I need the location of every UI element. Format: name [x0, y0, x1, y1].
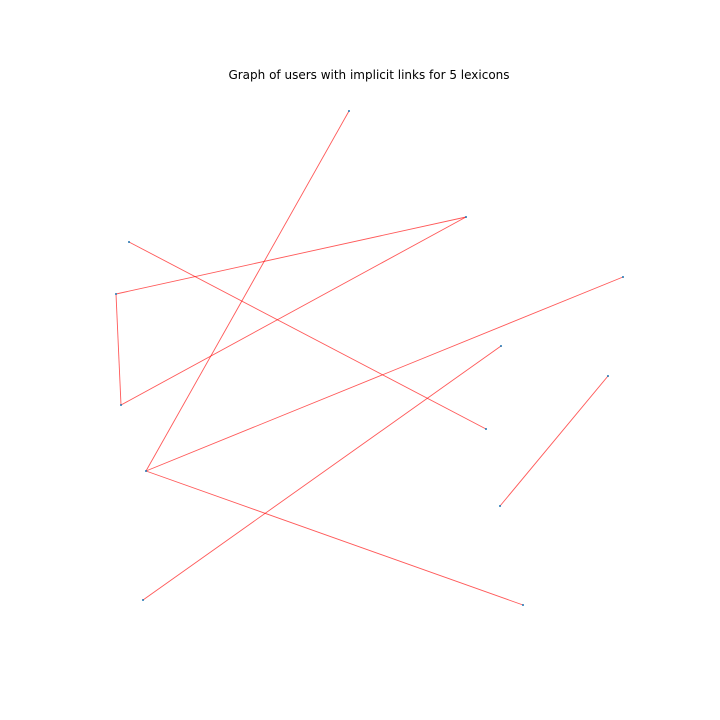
graph-edge: [145, 470, 524, 606]
graph-node: [128, 241, 130, 243]
graph-title: Graph of users with implicit links for 5…: [228, 68, 510, 82]
graph-node: [120, 404, 122, 406]
graph-node: [622, 276, 624, 278]
graph-node: [142, 599, 144, 601]
edges-layer: [115, 110, 624, 606]
graph-node: [145, 470, 147, 472]
graph-edge: [115, 293, 122, 406]
graph-edge: [120, 216, 467, 406]
graph-edge: [145, 276, 624, 472]
graph-node: [499, 505, 501, 507]
graph-edge: [145, 110, 350, 472]
graph-edge: [115, 216, 467, 295]
graph-edge: [142, 345, 502, 601]
graph-edge: [128, 241, 487, 430]
graph-edge: [499, 375, 609, 507]
graph-node: [465, 216, 467, 218]
nodes-layer: [115, 110, 624, 606]
graph-node: [522, 604, 524, 606]
graph-node: [607, 375, 609, 377]
graph-node: [500, 345, 502, 347]
graph-node: [348, 110, 350, 112]
graph-node: [115, 293, 117, 295]
graph-node: [485, 428, 487, 430]
